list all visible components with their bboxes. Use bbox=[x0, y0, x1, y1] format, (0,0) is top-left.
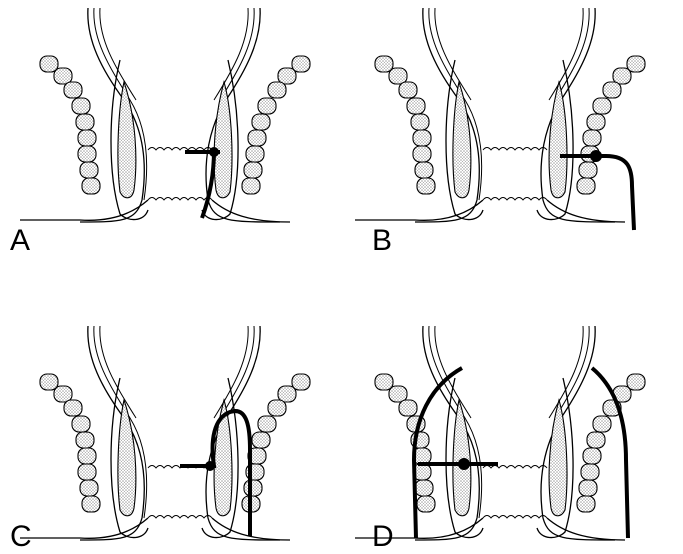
internal-opening-a bbox=[209, 147, 219, 157]
panel-label-b: B bbox=[372, 224, 393, 257]
panel-b bbox=[354, 7, 646, 231]
fistula-track-b bbox=[560, 154, 636, 231]
panel-label-c: C bbox=[10, 520, 32, 553]
panel-d bbox=[354, 325, 646, 541]
panel-a bbox=[19, 7, 311, 223]
internal-opening-d bbox=[458, 458, 470, 470]
panel-label-d: D bbox=[372, 520, 394, 553]
internal-opening-b bbox=[590, 150, 602, 162]
panel-label-a: A bbox=[10, 224, 31, 257]
fistula-track-c bbox=[180, 409, 252, 536]
internal-opening-c bbox=[205, 461, 215, 471]
panel-c bbox=[19, 325, 311, 541]
